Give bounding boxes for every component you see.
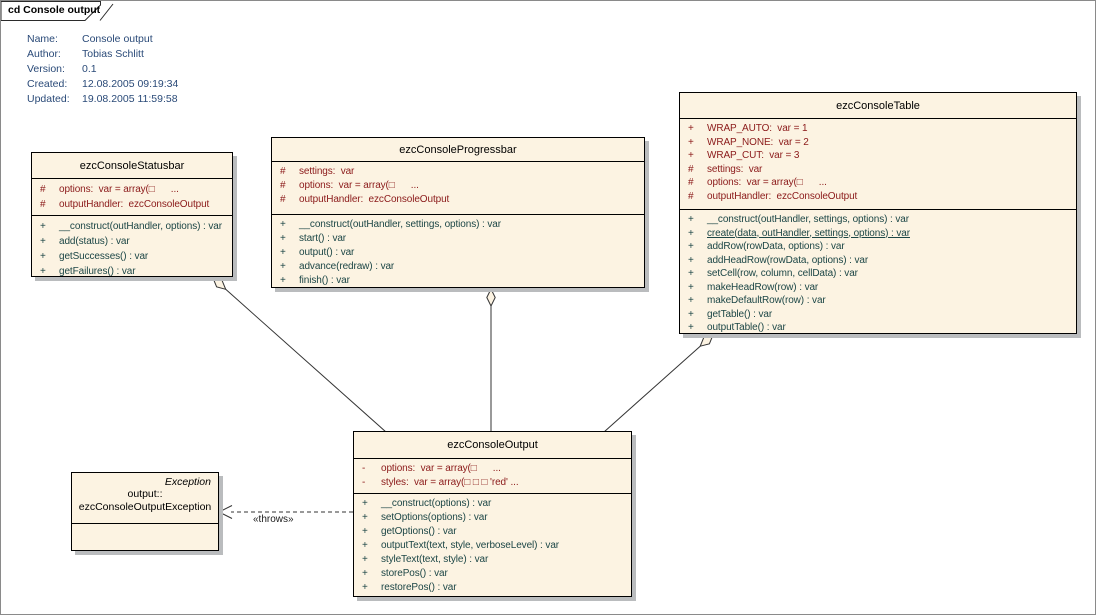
attribute-row: #options: var = array(□ ...: [688, 177, 827, 188]
methods-compartment: +__construct(options) : var +setOptions(o…: [354, 493, 631, 596]
method-row: +start() : var: [280, 233, 347, 244]
method-row: +getOptions() : var: [362, 526, 457, 537]
method-row: +setOptions(options) : var: [362, 512, 488, 523]
method-row: +getFailures() : var: [40, 266, 136, 276]
methods-compartment: +__construct(outHandler, settings, optio…: [680, 209, 1076, 333]
class-title: ezcConsoleOutput: [354, 432, 631, 459]
attribute-row: #options: var = array(□ ...: [280, 180, 419, 191]
class-box-ezcConsoleTable: ezcConsoleTable +WRAP_AUTO: var = 1+WRAP…: [679, 92, 1077, 334]
method-row: +makeHeadRow(row) : var: [688, 281, 819, 293]
method-row: +storePos() : var: [362, 568, 448, 579]
method-row: +setCell(row, column, cellData) : var: [688, 268, 858, 279]
attributes-compartment: #settings: var #options: var = array(□ ..…: [272, 162, 644, 214]
diagram-metadata: Name:Console output Author:Tobias Schlit…: [27, 32, 178, 107]
method-row: +styleText(text, style) : var: [362, 554, 489, 565]
attribute-row: #outputHandler: ezcConsoleOutput: [688, 190, 858, 202]
class-box-ezcConsoleOutputException: Exception output:: ezcConsoleOutputExcep…: [71, 472, 219, 551]
method-row: +outputText(text, style, verboseLevel) :…: [362, 540, 560, 551]
method-row: +makeDefaultRow(row) : var: [688, 295, 826, 306]
method-row: +create(data, outHandler, settings, opti…: [688, 227, 910, 239]
aggregation-diamond-progressbar: [486, 287, 496, 308]
frame-label: cd Console output: [8, 4, 101, 16]
method-row: +__construct(outHandler, settings, optio…: [688, 214, 909, 225]
methods-compartment: +__construct(outHandler, options) : var +…: [32, 215, 232, 276]
attribute-row: +WRAP_NONE: var = 2: [688, 136, 809, 148]
class-box-ezcConsoleProgressbar: ezcConsoleProgressbar #settings: var #opt…: [271, 137, 645, 288]
frame-tab: [1, 1, 114, 21]
attribute-row: #outputHandler: ezcConsoleOutput: [40, 199, 210, 210]
attribute-row: #settings: var: [688, 163, 763, 175]
class-box-ezcConsoleStatusbar: ezcConsoleStatusbar #options: var = arra…: [31, 152, 233, 277]
attribute-row: -styles: var = array(□ □ □ 'red' ...: [362, 477, 519, 488]
exception-name: ezcConsoleOutputException: [78, 501, 212, 513]
class-title: ezcConsoleProgressbar: [272, 138, 644, 162]
attributes-compartment: -options: var = array(□ ... -styles: var …: [354, 459, 631, 493]
exception-empty-compartment: [72, 523, 218, 550]
attribute-row: -options: var = array(□ ...: [362, 463, 501, 474]
method-row: +getTable() : var: [688, 308, 773, 320]
attribute-row: #settings: var: [280, 166, 355, 177]
open-arrowhead: [217, 505, 233, 519]
method-row: +add(status) : var: [40, 236, 130, 247]
class-title: ezcConsoleStatusbar: [32, 153, 232, 179]
class-box-ezcConsoleOutput: ezcConsoleOutput -options: var = array(□…: [353, 431, 632, 597]
attributes-compartment: #options: var = array(□ ... #outputHandle…: [32, 179, 232, 215]
stereotype-label: Exception: [164, 476, 211, 488]
aggregation-diamond-statusbar: [212, 277, 227, 291]
method-row: +advance(redraw) : var: [280, 261, 395, 272]
exception-namespace: output::: [127, 488, 163, 500]
method-row: +getSuccesses() : var: [40, 251, 149, 262]
metadata-row: Author:Tobias Schlitt: [27, 48, 144, 60]
exception-title-compartment: Exception output:: ezcConsoleOutputExcep…: [72, 473, 218, 523]
method-row: +__construct(outHandler, settings, optio…: [280, 219, 501, 230]
class-title: ezcConsoleTable: [680, 93, 1076, 119]
methods-compartment: +__construct(outHandler, settings, optio…: [272, 214, 644, 287]
attribute-row: #options: var = array(□ ...: [40, 184, 179, 195]
method-row: +__construct(outHandler, options) : var: [40, 221, 222, 232]
attribute-row: +WRAP_CUT: var = 3: [688, 150, 800, 161]
aggregation-diamond-table: [699, 334, 714, 347]
metadata-row: Version:0.1: [27, 63, 97, 75]
method-row: +addHeadRow(rowData, options) : var: [688, 254, 869, 266]
attribute-row: +WRAP_AUTO: var = 1: [688, 123, 808, 134]
method-row: +finish() : var: [280, 275, 350, 286]
throws-label: «throws»: [253, 514, 294, 525]
method-row: +restorePos() : var: [362, 582, 457, 593]
method-row: +__construct(options) : var: [362, 498, 492, 509]
method-row: +output() : var: [280, 247, 355, 258]
metadata-row: Created:12.08.2005 09:19:34: [27, 78, 179, 90]
metadata-row: Name:Console output: [27, 33, 153, 45]
attributes-compartment: +WRAP_AUTO: var = 1 +WRAP_NONE: var = 2 +W…: [680, 119, 1076, 209]
metadata-row: Updated:19.08.2005 11:59:58: [27, 93, 178, 105]
method-row: +addRow(rowData, options) : var: [688, 241, 845, 252]
attribute-row: #outputHandler: ezcConsoleOutput: [280, 194, 450, 205]
method-row: +outputTable() : var: [688, 322, 786, 333]
